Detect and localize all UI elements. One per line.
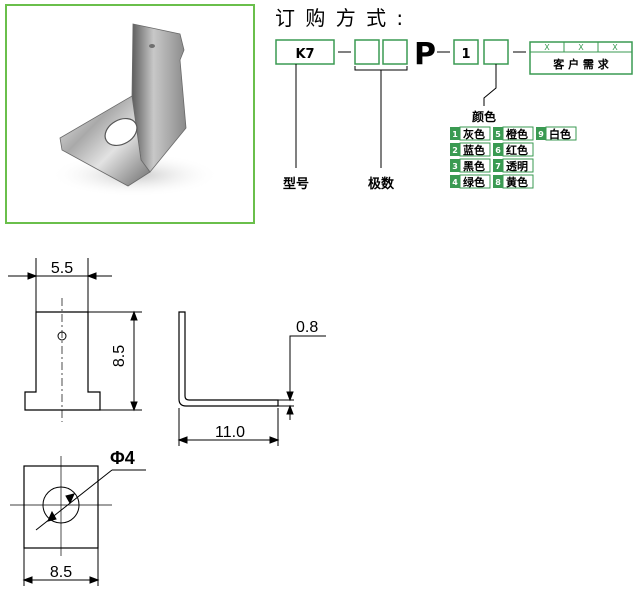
color-num-5: 5: [495, 130, 501, 139]
side-view: [177, 311, 326, 446]
bottom-width-arrow-right: [89, 576, 100, 584]
color-name-2: 蓝色: [463, 143, 485, 157]
dim-thickness: 0.8: [296, 319, 318, 336]
color-cell-5: [502, 126, 534, 141]
color-swatch-3: [450, 159, 460, 172]
top-width-arrow-right: [86, 272, 97, 280]
side-outline: [178, 311, 279, 407]
poles-box-2: [382, 39, 408, 65]
model-value: K7: [295, 47, 314, 62]
color-name-6: 红色: [506, 143, 528, 157]
thick-leader: [289, 335, 326, 392]
color-num-9: 9: [538, 130, 544, 139]
color-cell-4: [459, 174, 491, 189]
x-mark-1: X: [544, 43, 550, 52]
color-num-4: 4: [452, 178, 458, 187]
hole-arrow-1: [47, 510, 57, 522]
color-num-2: 2: [452, 146, 458, 155]
color-num-1: 1: [452, 130, 458, 139]
code-box: [453, 39, 479, 65]
color-swatch-7: [493, 159, 503, 172]
color-swatch-1: [450, 127, 460, 140]
color-cell-6: [502, 142, 534, 157]
terminal-dimple: [149, 44, 155, 48]
customer-label: 客 户 需 求: [552, 57, 609, 71]
color-swatch-5: [493, 127, 503, 140]
dim-hole: Φ4: [110, 448, 135, 468]
customer-box: [529, 41, 633, 75]
order-section: 订 购 方 式 : K7 P 1 X X X 客 户 需 求 型号 极数 颜色: [275, 6, 633, 192]
color-swatch-2: [450, 143, 460, 156]
thick-arrow-top: [286, 391, 294, 402]
height-arrow-top: [130, 310, 138, 321]
top-width-arrow-left: [27, 272, 38, 280]
x-mark-2: X: [578, 43, 584, 52]
color-swatch-4: [450, 175, 460, 188]
order-title: 订 购 方 式 :: [275, 6, 405, 30]
color-cell-1: [459, 126, 491, 141]
bottom-width-arrow-left: [22, 576, 33, 584]
color-num-7: 7: [495, 162, 501, 171]
label-model: 型号: [283, 176, 309, 192]
dim-length: 11.0: [215, 424, 245, 441]
hole-leader: [35, 469, 113, 531]
color-name-3: 黑色: [463, 159, 485, 173]
color-title: 颜色: [472, 109, 496, 124]
color-name-7: 透明: [506, 160, 528, 173]
code-value: 1: [461, 47, 470, 62]
dim-width-bottom: 8.5: [50, 564, 72, 581]
product-photo: [5, 4, 255, 224]
height-arrow-bottom: [130, 401, 138, 412]
color-swatch-8: [493, 175, 503, 188]
color-table: 1 灰色 2 蓝色 3 黑色 4 绿色 5 橙色 6 红色 7: [450, 126, 577, 189]
poles-bracket: [354, 66, 408, 71]
color-name-1: 灰色: [463, 127, 485, 141]
color-name-4: 绿色: [463, 175, 485, 189]
color-name-5: 橙色: [506, 127, 528, 141]
color-leader: [483, 64, 497, 106]
model-box: [275, 39, 335, 65]
label-poles: 极数: [368, 176, 395, 192]
dim-width-top: 5.5: [51, 260, 73, 277]
color-cell-2: [459, 142, 491, 157]
color-cell-3: [459, 158, 491, 173]
color-cell-7: [502, 158, 534, 173]
color-name-9: 白色: [549, 127, 571, 141]
dim-height: 8.5: [111, 345, 128, 367]
bottom-view: [10, 456, 146, 586]
color-box: [483, 39, 509, 65]
x-mark-3: X: [612, 43, 618, 52]
color-cell-9: [545, 126, 577, 141]
color-num-3: 3: [452, 162, 458, 171]
length-arrow-right: [269, 436, 280, 444]
color-num-8: 8: [495, 178, 501, 187]
poles-box-1: [354, 39, 380, 65]
length-arrow-left: [177, 436, 188, 444]
front-outline: [24, 311, 101, 411]
color-cell-8: [502, 174, 534, 189]
front-view: [8, 258, 142, 422]
color-swatch-6: [493, 143, 503, 156]
thick-arrow-bottom: [286, 404, 294, 415]
order-letter: P: [414, 37, 436, 72]
hole-arrow-2: [65, 493, 75, 505]
color-swatch-9: [536, 127, 546, 140]
color-name-8: 黄色: [506, 175, 528, 189]
color-num-6: 6: [495, 146, 501, 155]
terminal-hole: [104, 117, 138, 147]
